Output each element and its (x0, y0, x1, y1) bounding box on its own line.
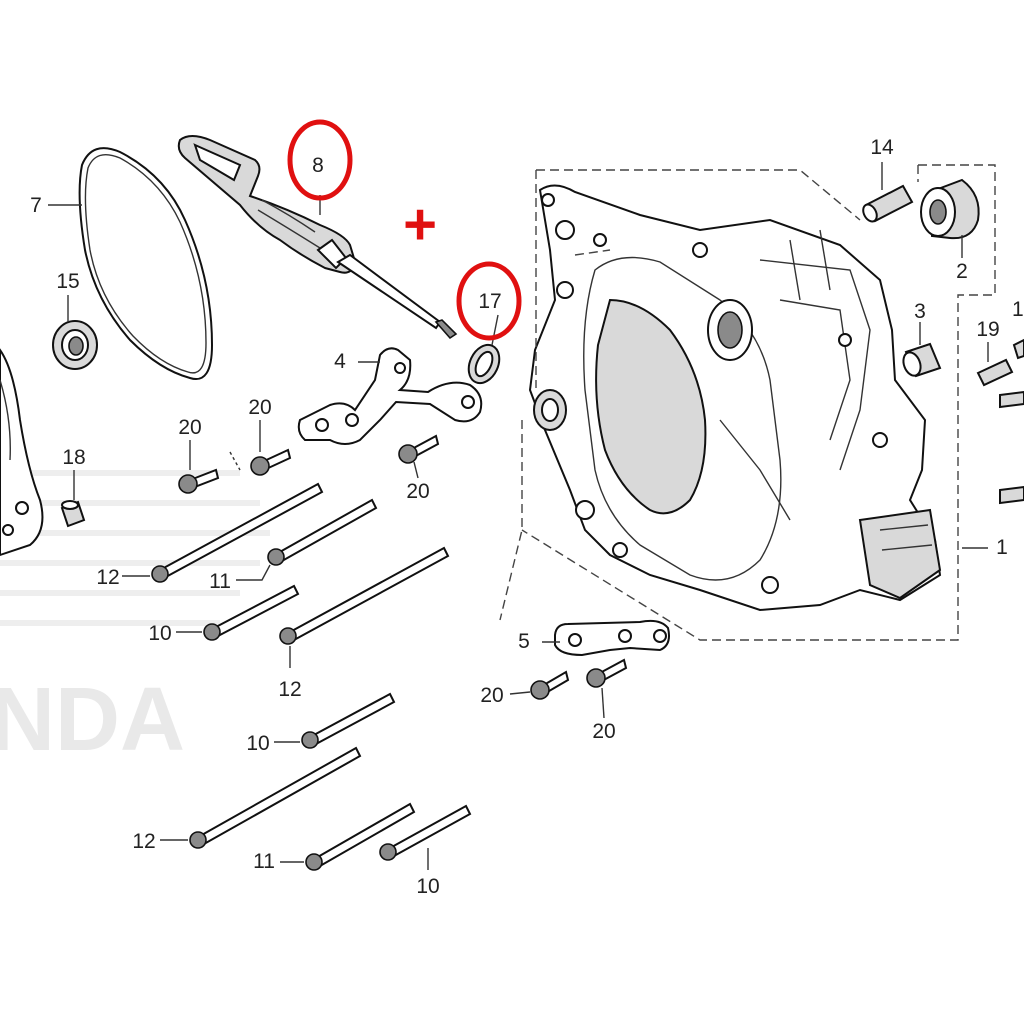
label-part-20e: 20 (592, 720, 615, 743)
label-part-20d: 20 (480, 684, 503, 707)
highlight-circle-part-17 (456, 261, 522, 341)
watermark: NDA (0, 470, 270, 770)
o-ring (467, 343, 501, 385)
bolt-12c (189, 746, 362, 849)
label-part-19: 19 (976, 318, 999, 341)
part-labels: 1 2 3 4 5 7 8 10 10 10 11 11 12 12 12 14… (30, 136, 1024, 898)
bracket-4 (297, 347, 483, 445)
bolt-11b (305, 802, 416, 871)
bolt-11a (267, 498, 378, 566)
bracket-5 (554, 619, 670, 657)
bolt-20a (178, 468, 220, 494)
dowel-pin-14 (862, 184, 914, 223)
label-part-14: 14 (870, 136, 894, 159)
label-part-8: 8 (312, 154, 324, 177)
label-part-10c: 10 (416, 875, 439, 898)
highlight-circle-part-8 (287, 119, 353, 201)
bolt-10a (203, 584, 300, 641)
highlights: + (287, 119, 522, 341)
crankcase (528, 184, 942, 612)
plus-marker: + (403, 192, 437, 257)
label-part-4: 4 (334, 350, 346, 373)
left-edge-part (0, 348, 44, 557)
label-part-12c: 12 (132, 830, 155, 853)
bolt-20e (586, 658, 628, 688)
drive-belt (78, 147, 214, 381)
label-part-1: 1 (996, 536, 1008, 559)
flange-bolts (178, 434, 628, 700)
bolt-12a (151, 482, 324, 583)
label-part-15: 15 (56, 270, 79, 293)
bolt-20b (250, 448, 292, 476)
bolt-10c (379, 804, 472, 861)
bolt-20c (398, 434, 440, 464)
label-part-10b: 10 (246, 732, 269, 755)
oil-dipstick (177, 135, 458, 340)
label-part-10a: 10 (148, 622, 171, 645)
label-part-3: 3 (914, 300, 926, 323)
label-part-5: 5 (518, 630, 530, 653)
long-bolts (151, 482, 472, 871)
bolt-12b (279, 546, 450, 645)
dowel-pin-18 (60, 500, 86, 528)
label-part-20a: 20 (178, 416, 201, 439)
dowel-pin-19 (976, 358, 1014, 387)
oil-seal (52, 320, 98, 370)
label-part-2: 2 (956, 260, 968, 283)
collar-2 (920, 178, 980, 240)
label-part-12b: 12 (278, 678, 301, 701)
label-part-12a: 12 (96, 566, 119, 589)
label-part-11a: 11 (209, 570, 231, 593)
label-part-7: 7 (30, 194, 42, 217)
label-part-20b: 20 (248, 396, 271, 419)
bolt-10b (301, 692, 396, 749)
label-part-17: 17 (478, 290, 501, 313)
dashed-guides (499, 164, 996, 641)
watermark-text: NDA (0, 670, 185, 770)
label-part-11b: 11 (253, 850, 275, 873)
stud-bolts-right (999, 338, 1024, 505)
label-part-18: 18 (62, 446, 85, 469)
label-part-1-cut: 1 (1012, 298, 1024, 321)
collar-3 (902, 342, 942, 378)
bolt-20d (530, 670, 570, 700)
label-part-20c: 20 (406, 480, 429, 503)
